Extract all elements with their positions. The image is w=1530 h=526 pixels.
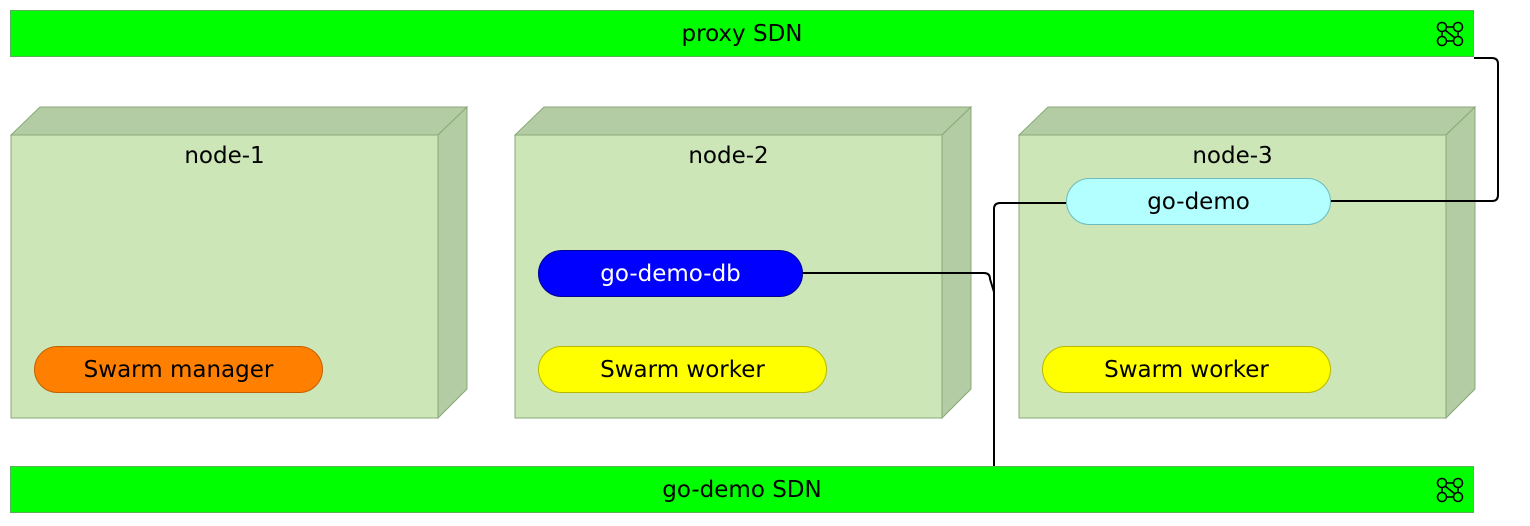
node-2-swarm-worker-label: Swarm worker: [600, 356, 765, 383]
go-demo-to-proxy-sdn-line: [1330, 57, 1499, 202]
network-icon: [1436, 477, 1464, 503]
node-2-swarm-worker-service[interactable]: Swarm worker: [538, 346, 827, 393]
node-2-label: node-2: [688, 143, 769, 169]
go-demo-db-service[interactable]: go-demo-db: [538, 250, 803, 297]
node-3-swarm-worker-label: Swarm worker: [1104, 356, 1269, 383]
go-demo-db-to-go-demo-sdn-line: [802, 272, 995, 293]
node-3-swarm-worker-service[interactable]: Swarm worker: [1042, 346, 1331, 393]
go-demo-db-label: go-demo-db: [600, 260, 741, 287]
node-1-label: node-1: [184, 143, 265, 169]
go-demo-sdn-network[interactable]: go-demo SDN: [10, 466, 1474, 513]
go-demo-sdn-label: go-demo SDN: [662, 476, 822, 503]
network-icon: [1436, 21, 1464, 47]
node-3-label: node-3: [1192, 143, 1273, 169]
proxy-sdn-network[interactable]: proxy SDN: [10, 10, 1474, 57]
go-demo-service[interactable]: go-demo: [1066, 178, 1331, 225]
proxy-sdn-label: proxy SDN: [681, 20, 803, 47]
swarm-manager-label: Swarm manager: [83, 356, 274, 383]
go-demo-label: go-demo: [1147, 188, 1250, 215]
swarm-manager-service[interactable]: Swarm manager: [34, 346, 323, 393]
go-demo-to-go-demo-sdn-line: [993, 202, 1066, 466]
